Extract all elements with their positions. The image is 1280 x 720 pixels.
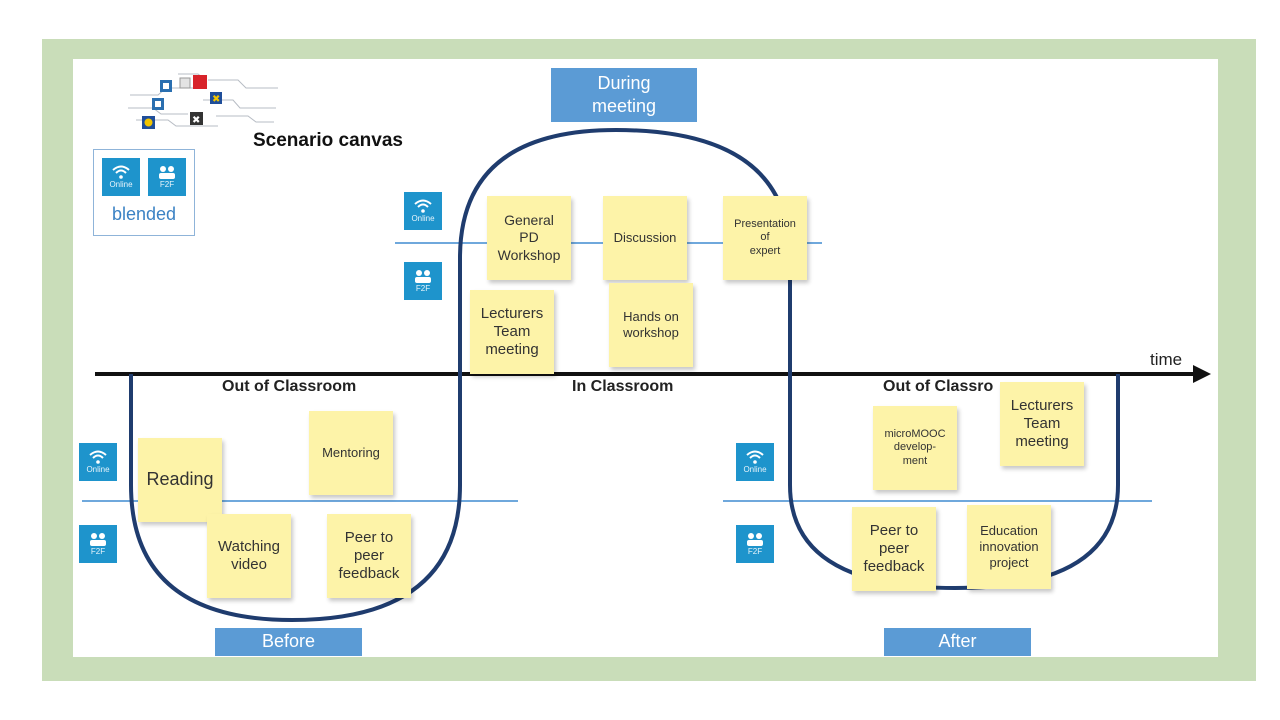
- phase-during-label: During meeting: [551, 68, 697, 122]
- online-icon-before: Online: [79, 443, 117, 481]
- svg-text:✖: ✖: [192, 115, 200, 126]
- svg-text:✖: ✖: [212, 94, 220, 105]
- time-axis-arrow: [1193, 365, 1211, 383]
- note-lecturers-team-meeting-during: Lecturers Team meeting: [470, 290, 554, 374]
- canvas-title: Scenario canvas: [253, 130, 403, 151]
- online-legend-icon: Online: [102, 158, 140, 196]
- note-peer-feedback-before: Peer to peer feedback: [327, 514, 411, 598]
- note-hands-on-workshop: Hands on workshop: [609, 283, 693, 367]
- note-reading: Reading: [138, 438, 222, 522]
- online-icon-during: Online: [404, 192, 442, 230]
- note-discussion: Discussion: [603, 196, 687, 280]
- phase-before-label: Before: [215, 628, 362, 656]
- section-out-of-classroom-right: Out of Classro: [883, 378, 994, 395]
- note-presentation-of-expert: Presentation of expert: [723, 196, 807, 280]
- legend-caption: blended: [111, 204, 177, 224]
- note-micromooc-development: microMOOC develop- ment: [873, 406, 957, 490]
- circuit-logo: ✖ ✖: [128, 73, 278, 129]
- f2f-legend-icon: F2F: [148, 158, 186, 196]
- blended-legend: Online F2F blended: [93, 149, 195, 236]
- f2f-icon-before: F2F: [79, 525, 117, 563]
- note-education-innovation-project: Education innovation project: [967, 505, 1051, 589]
- note-peer-feedback-after: Peer to peer feedback: [852, 507, 936, 591]
- after-curve: [788, 374, 1120, 591]
- time-label: time: [1150, 350, 1183, 369]
- f2f-icon-after: F2F: [736, 525, 774, 563]
- online-icon-after: Online: [736, 443, 774, 481]
- section-in-classroom: In Classroom: [572, 378, 674, 395]
- f2f-icon-during: F2F: [404, 262, 442, 300]
- note-general-pd-workshop: General PD Workshop: [487, 196, 571, 280]
- before-curve: [129, 374, 462, 623]
- section-out-of-classroom-left: Out of Classroom: [222, 378, 357, 395]
- note-watching-video: Watching video: [207, 514, 291, 598]
- note-lecturers-team-meeting-after: Lecturers Team meeting: [1000, 382, 1084, 466]
- note-mentoring: Mentoring: [309, 411, 393, 495]
- phase-after-label: After: [884, 628, 1031, 656]
